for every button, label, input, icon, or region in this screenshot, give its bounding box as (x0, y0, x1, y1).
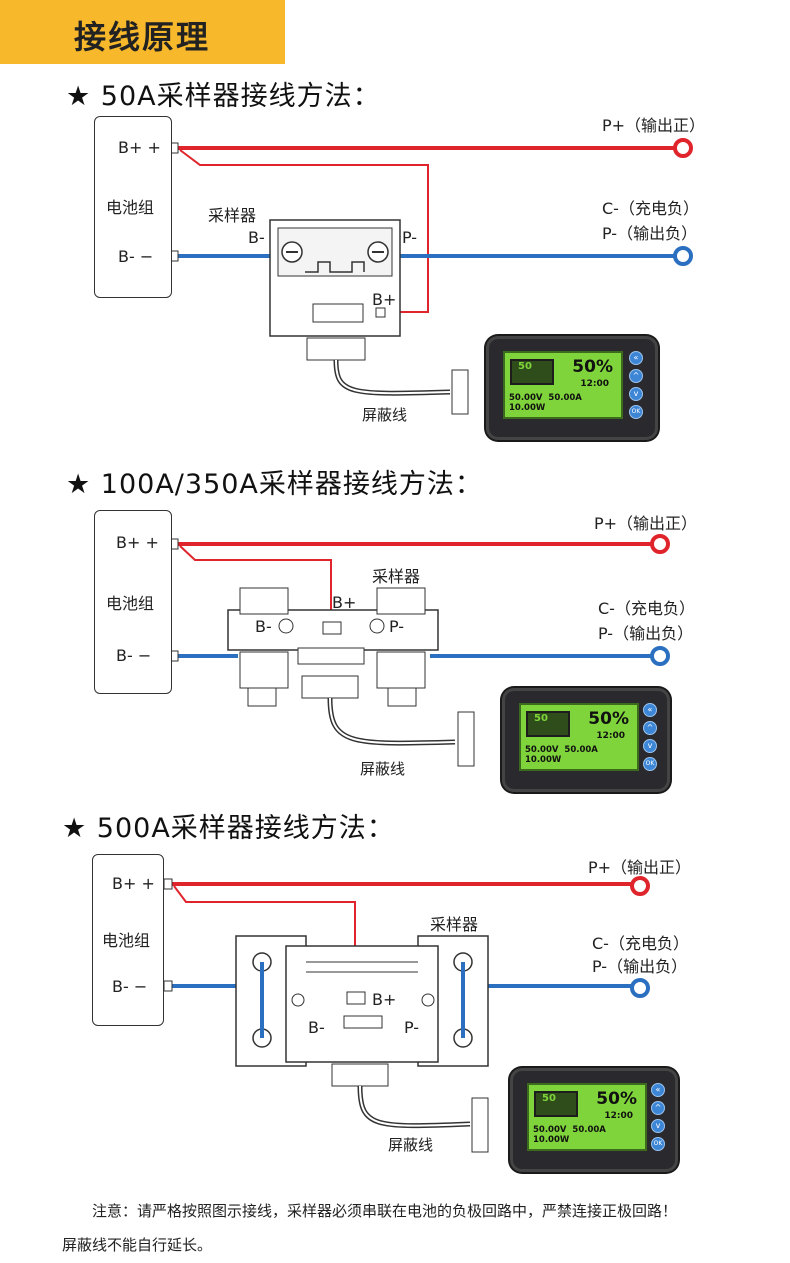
battery-icon (534, 1091, 578, 1117)
battery-1-bplus: B+ + (118, 138, 161, 157)
charge-cminus-1: C-（充电负） (602, 199, 699, 218)
meter-screen: 50 50% 12:00 50.00V 50.00A 10.00W (503, 351, 623, 419)
battery-3-bminus: B- − (112, 977, 148, 996)
up-icon: ^ (651, 1101, 665, 1115)
battery-2-bminus: B- − (116, 646, 152, 665)
up-icon: ^ (643, 721, 657, 735)
output-pminus-3: P-（输出负） (592, 957, 688, 976)
section-3-wiring (163, 876, 650, 1153)
pminus-terminal-2 (650, 646, 670, 666)
warning-note-line2: 屏蔽线不能自行延长。 (62, 1236, 213, 1254)
sampler-2-label: 采样器 (372, 567, 421, 586)
output-pminus-2: P-（输出负） (598, 624, 694, 643)
battery-pack-3 (92, 854, 164, 1026)
pminus-terminal-3 (630, 978, 650, 998)
sampler-2-bplus: B+ (332, 593, 357, 612)
down-icon: v (629, 387, 643, 401)
ok-icon: OK (651, 1137, 665, 1151)
sampler-3-pminus: P- (404, 1018, 420, 1037)
battery-3-label: 电池组 (102, 931, 151, 950)
battery-2-bplus: B+ + (116, 533, 159, 552)
battery-icon (526, 711, 570, 737)
charge-cminus-3: C-（充电负） (592, 934, 689, 953)
warning-note-line1: 注意：请严格按照图示接线，采样器必须串联在电池的负极回路中，严禁连接正极回路！ (92, 1202, 678, 1220)
down-icon: v (651, 1119, 665, 1133)
battery-pack-1 (94, 116, 172, 298)
meter-display-3: 50 50% 12:00 50.00V 50.00A 10.00W « ^ v … (510, 1068, 678, 1172)
up-icon: ^ (629, 369, 643, 383)
back-icon: « (651, 1083, 665, 1097)
ok-icon: OK (643, 757, 657, 771)
sampler-2-bminus: B- (255, 617, 272, 636)
pplus-terminal-2 (650, 534, 670, 554)
section-3-title: ★ 500A采样器接线方法： (62, 813, 395, 844)
meter-display-2: 50 50% 12:00 50.00V 50.00A 10.00W « ^ v … (502, 688, 670, 792)
shield-cable-2-label: 屏蔽线 (360, 760, 406, 778)
meter-display-1: 50 50% 12:00 50.00V 50.00A 10.00W « ^ v … (486, 336, 658, 440)
sampler-1-pminus: P- (402, 228, 418, 247)
pminus-terminal-1 (673, 246, 693, 266)
battery-2-label: 电池组 (106, 594, 155, 613)
output-pplus-1: P+（输出正） (602, 116, 706, 135)
pplus-terminal-1 (673, 138, 693, 158)
down-icon: v (643, 739, 657, 753)
back-icon: « (629, 351, 643, 365)
battery-1-bminus: B- − (118, 247, 154, 266)
ok-icon: OK (629, 405, 643, 419)
sampler-2-pminus: P- (389, 617, 405, 636)
page-title: 接线原理 (74, 18, 211, 56)
section-1-wiring (169, 138, 693, 415)
meter-screen: 50 50% 12:00 50.00V 50.00A 10.00W (519, 703, 639, 771)
battery-icon (510, 359, 554, 385)
sampler-1-label: 采样器 (208, 206, 257, 225)
section-2-title: ★ 100A/350A采样器接线方法： (66, 469, 483, 500)
output-pminus-1: P-（输出负） (602, 224, 698, 243)
sampler-1-bminus: B- (248, 228, 265, 247)
battery-1-label: 电池组 (106, 198, 155, 217)
charge-cminus-2: C-（充电负） (598, 599, 695, 618)
meter-screen: 50 50% 12:00 50.00V 50.00A 10.00W (527, 1083, 647, 1151)
sampler-3-label: 采样器 (430, 915, 479, 934)
pplus-terminal-3 (630, 876, 650, 896)
sampler-3-bplus: B+ (372, 990, 397, 1009)
section-2-wiring (169, 534, 670, 767)
battery-3-bplus: B+ + (112, 874, 155, 893)
shield-cable-1-label: 屏蔽线 (362, 406, 408, 424)
battery-pack-2 (94, 510, 172, 694)
section-1-title: ★ 50A采样器接线方法： (66, 81, 381, 112)
output-pplus-2: P+（输出正） (594, 514, 698, 533)
header-banner (0, 0, 285, 64)
shield-cable-3-label: 屏蔽线 (388, 1136, 434, 1154)
sampler-1-bplus: B+ (372, 290, 397, 309)
sampler-3-bminus: B- (308, 1018, 325, 1037)
output-pplus-3: P+（输出正） (588, 858, 692, 877)
back-icon: « (643, 703, 657, 717)
